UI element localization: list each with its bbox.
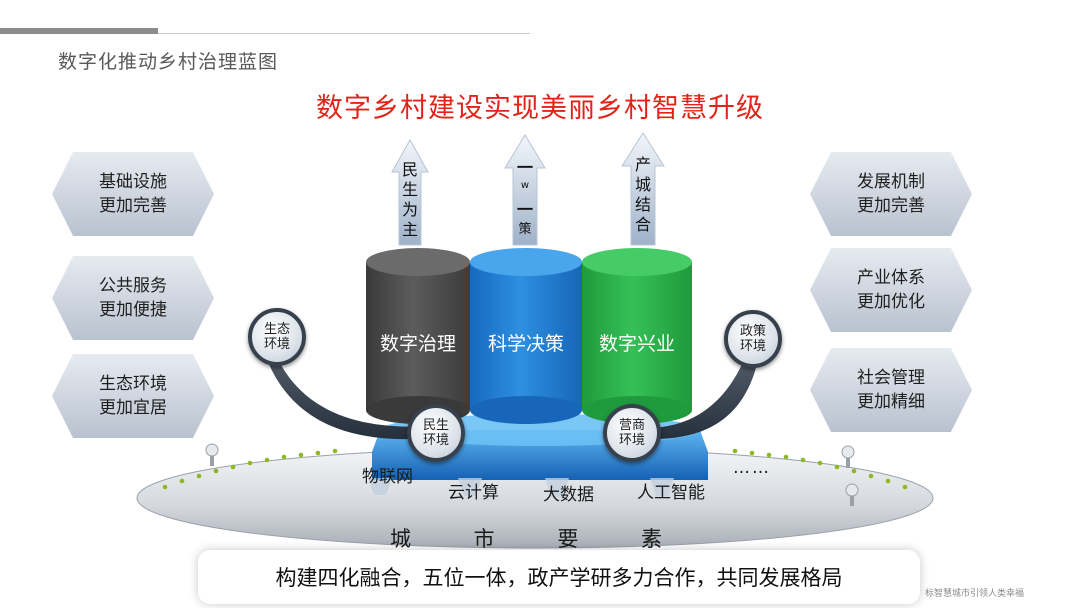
arrow-industry — [621, 132, 665, 246]
pillar-industry-label: 数字兴业 — [598, 333, 675, 355]
right-arm — [618, 345, 760, 440]
arrow-industry-label: 产 城 结 合 — [634, 155, 651, 234]
tech-cones — [368, 478, 674, 497]
badge-business: 营商环境 — [603, 404, 661, 462]
header-divider — [158, 33, 530, 34]
header-accent-bar — [0, 28, 158, 34]
badge-livelihood: 民生环境 — [407, 404, 465, 462]
hex-industry: 产业体系更加优化 — [810, 248, 972, 332]
arrow-policy — [504, 134, 546, 246]
arrow-livelihood-label: 民 生 为 主 — [401, 160, 418, 239]
hex-ecology: 生态环境更加宜居 — [52, 354, 214, 438]
spotlights — [205, 443, 859, 506]
hex-social-management: 社会管理更加精细 — [810, 348, 972, 432]
watermark: 标智慧城市引领人类幸福 — [925, 589, 1025, 599]
city-elements-label: 城 市 要 素 — [389, 527, 691, 551]
pillar-green — [582, 248, 692, 424]
platform-lights — [162, 448, 908, 490]
pillar-governance-label: 数字治理 — [379, 333, 456, 355]
tech-cloud: 云计算 — [448, 483, 499, 503]
arrow-policy-label: 一 w 一 策 — [516, 158, 533, 237]
footer-text: 构建四化融合，五位一体，政产学研多力合作，共同发展格局 — [275, 566, 843, 590]
footer-box: 构建四化融合，五位一体，政产学研多力合作，共同发展格局 — [198, 550, 920, 604]
page-title: 数字化推动乡村治理蓝图 — [58, 51, 279, 73]
pillar-gray — [366, 248, 470, 424]
tech-iot: 物联网 — [362, 467, 413, 487]
tech-more: …… — [733, 458, 771, 478]
badge-ecology: 生态环境 — [248, 308, 306, 366]
badge-policy: 政策环境 — [724, 310, 782, 368]
tech-ai: 人工智能 — [637, 483, 705, 503]
hex-public-service: 公共服务更加便捷 — [52, 256, 214, 340]
tech-bigdata: 大数据 — [543, 485, 594, 505]
pillar-blue — [470, 248, 582, 424]
pillar-decision-label: 科学决策 — [487, 333, 564, 355]
arrow-livelihood — [391, 138, 429, 246]
hex-infrastructure: 基础设施更加完善 — [52, 152, 214, 236]
headline: 数字乡村建设实现美丽乡村智慧升级 — [316, 93, 764, 124]
hex-mechanism: 发展机制更加完善 — [810, 152, 972, 236]
